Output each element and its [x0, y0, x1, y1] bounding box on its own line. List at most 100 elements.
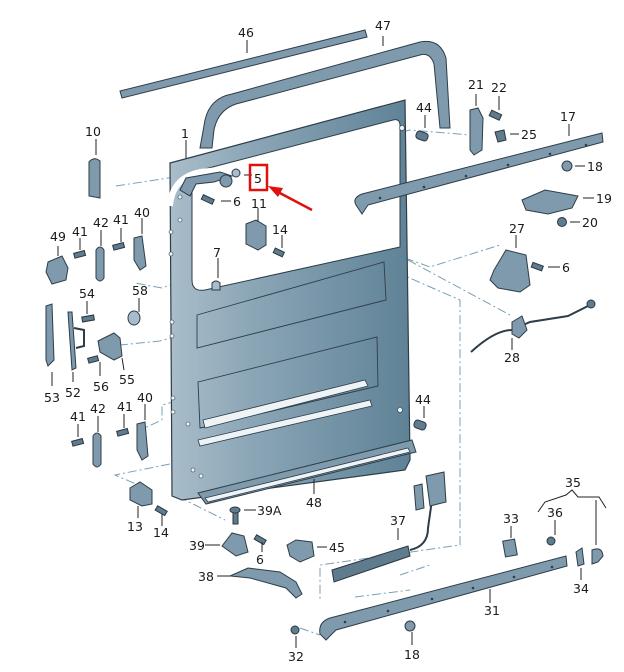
callout-6-upper: 6	[233, 194, 241, 209]
callout-52: 52	[65, 385, 81, 400]
callout-6-lock: 6	[562, 260, 570, 275]
callout-55: 55	[119, 372, 135, 387]
part-58-plug	[127, 298, 141, 326]
callout-45: 45	[329, 540, 345, 555]
highlight-box	[248, 163, 269, 192]
callout-19: 19	[596, 191, 612, 206]
callout-6-lower: 6	[256, 552, 264, 567]
highlight-arrow-head	[268, 186, 283, 197]
callout-18-lower: 18	[404, 647, 420, 662]
callout-17: 17	[560, 109, 576, 124]
part-47-window-seal	[199, 36, 451, 149]
callout-47: 47	[375, 18, 391, 33]
callout-36: 36	[547, 505, 563, 520]
callout-48: 48	[306, 495, 322, 510]
part-5-upper-roller	[167, 163, 261, 207]
callout-41-c: 41	[70, 409, 86, 424]
part-28-cable	[470, 299, 596, 353]
part-21-striker	[469, 94, 484, 156]
callout-33: 33	[503, 511, 519, 526]
part-53-handle	[45, 303, 55, 386]
callout-5: 5	[254, 171, 262, 186]
callout-32: 32	[288, 649, 304, 664]
callout-13: 13	[127, 519, 143, 534]
part-56-screw	[87, 355, 101, 376]
part-1-door-panel	[168, 99, 411, 501]
part-6-bolt-upper	[200, 193, 231, 205]
part-7-stud	[211, 258, 221, 291]
callout-41-b: 41	[113, 212, 129, 227]
part-37-cable-chain	[331, 471, 447, 583]
callout-44-upper: 44	[416, 100, 432, 115]
callout-1: 1	[181, 126, 189, 141]
part-19-carrier	[521, 189, 594, 215]
callout-22: 22	[491, 80, 507, 95]
part-6-bolt-lower	[253, 534, 267, 552]
part-41-screw-a	[73, 238, 87, 259]
callout-41-d: 41	[117, 399, 133, 414]
callout-31: 31	[484, 603, 500, 618]
callout-21: 21	[468, 77, 484, 92]
part-40-hinge-a	[133, 218, 147, 271]
part-48-sill-trim	[197, 439, 417, 505]
callout-27: 27	[509, 221, 525, 236]
part-13-catch-lower	[129, 481, 153, 518]
callout-49: 49	[50, 229, 66, 244]
callout-10: 10	[85, 124, 101, 139]
part-39-bracket	[205, 532, 249, 557]
callout-42-a: 42	[93, 215, 109, 230]
part-40-hinge-b	[136, 404, 149, 461]
part-45-guide-block	[286, 539, 327, 563]
highlight-arrow-shaft	[275, 189, 313, 212]
part-10-cap	[88, 139, 101, 199]
part-36-screw	[546, 520, 556, 546]
part-39a-bolt	[229, 506, 256, 525]
part-20-nut	[557, 217, 580, 227]
part-18-washer-upper	[561, 160, 585, 172]
callout-39: 39	[189, 538, 205, 553]
part-38-lower-arm	[217, 567, 303, 599]
part-41-screw-d	[116, 414, 130, 437]
part-11-catch	[245, 208, 267, 251]
callout-7: 7	[213, 245, 221, 260]
callout-40-a: 40	[134, 205, 150, 220]
callout-35: 35	[565, 475, 581, 490]
part-22-screw	[488, 96, 503, 121]
callout-58: 58	[132, 283, 148, 298]
highlight-annotation	[248, 163, 313, 212]
part-27-lock	[489, 235, 531, 293]
part-18-washer-lower	[404, 620, 416, 645]
part-25-bolt	[494, 129, 519, 143]
callout-38: 38	[198, 569, 214, 584]
callout-labels: 46 47 1 10 5 6 11 14 7 44 21 22 25 17 18…	[44, 18, 612, 664]
part-55-bracket	[97, 332, 125, 371]
callout-11: 11	[251, 196, 267, 211]
part-41-screw-c	[71, 424, 85, 447]
part-14-screw-upper	[272, 235, 286, 258]
part-46-upper-rail	[119, 29, 368, 99]
callout-54: 54	[79, 286, 95, 301]
callout-34: 34	[573, 581, 589, 596]
callout-53: 53	[44, 390, 60, 405]
part-42-plate-b	[92, 416, 102, 468]
part-44-buffer-lower	[413, 406, 427, 431]
part-35-end-cap-set	[537, 489, 607, 565]
part-32-bolt	[290, 625, 300, 648]
callout-56: 56	[93, 379, 109, 394]
part-41-screw-b	[112, 228, 126, 251]
callout-44-lower: 44	[415, 392, 431, 407]
part-33-plate	[502, 526, 518, 558]
part-31-lower-rail	[319, 555, 568, 641]
part-34-end-cap	[575, 547, 585, 580]
part-44-buffer-upper	[415, 115, 429, 142]
callout-14-upper: 14	[272, 222, 288, 237]
part-52-grip	[67, 311, 85, 382]
callout-42-b: 42	[90, 401, 106, 416]
callout-18-upper: 18	[587, 159, 603, 174]
callout-25: 25	[521, 127, 537, 142]
callout-20: 20	[582, 215, 598, 230]
part-42-plate-a	[95, 230, 105, 282]
callout-37: 37	[390, 513, 406, 528]
